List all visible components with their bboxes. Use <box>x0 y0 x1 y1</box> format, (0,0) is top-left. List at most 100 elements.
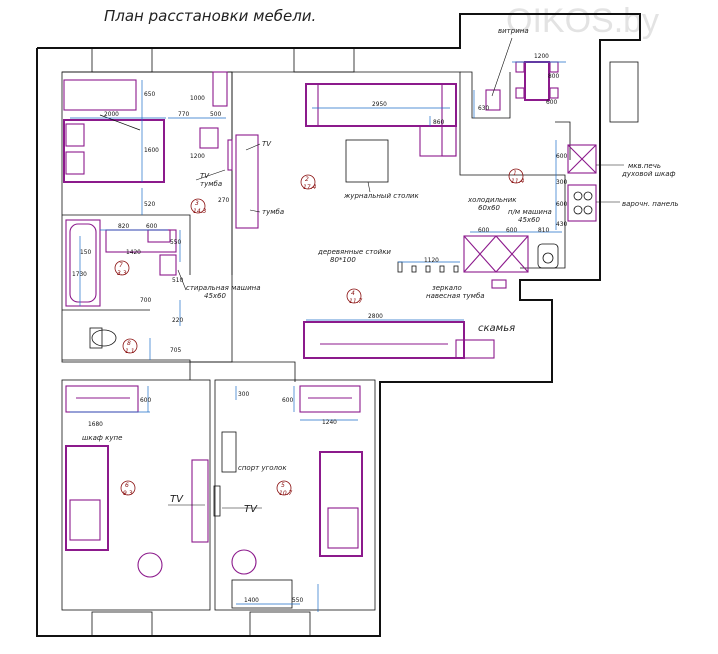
bench <box>455 339 495 359</box>
room-marker-8: 81.1 <box>122 338 138 355</box>
hall: деревянные стойки 80*100 зеркало навесна… <box>303 248 515 359</box>
svg-text:1680: 1680 <box>88 420 103 428</box>
tumba-hall <box>235 134 259 229</box>
bedroom-left: шкаф купе TV <box>65 385 209 578</box>
svg-text:14.3: 14.3 <box>193 208 207 215</box>
svg-text:1400: 1400 <box>244 596 259 604</box>
svg-text:650: 650 <box>144 90 155 98</box>
stiralnaya-size: 45x60 <box>204 292 227 300</box>
svg-text:1240: 1240 <box>322 418 337 426</box>
tumba-label-1: тумба <box>200 180 222 188</box>
svg-text:220: 220 <box>172 316 183 324</box>
svg-text:3.3: 3.3 <box>117 270 127 277</box>
tumba-label-2: тумба <box>262 208 284 216</box>
svg-text:600: 600 <box>478 226 489 234</box>
svg-text:2: 2 <box>305 176 309 183</box>
svg-text:1120: 1120 <box>424 256 439 264</box>
hall-wardrobe <box>303 321 465 359</box>
tv-label-2: TV <box>200 172 210 180</box>
holodilnik-size: 60x60 <box>478 204 501 212</box>
holodilnik-label: холодильник <box>467 196 517 204</box>
svg-text:300: 300 <box>556 178 567 186</box>
svg-text:300: 300 <box>238 390 249 398</box>
svg-text:8: 8 <box>127 340 131 347</box>
svg-text:600: 600 <box>140 396 151 404</box>
svg-text:2800: 2800 <box>368 312 383 320</box>
washing-machine <box>159 254 177 276</box>
svg-text:600: 600 <box>506 226 517 234</box>
wardrobe-bedroom <box>212 71 228 107</box>
svg-text:10.7: 10.7 <box>279 490 293 497</box>
svg-text:2950: 2950 <box>372 100 387 108</box>
watermark: OIKOS.by <box>506 2 659 40</box>
pm-label: п/м машина <box>508 208 552 216</box>
svg-text:1: 1 <box>513 170 517 177</box>
room-marker-5: 510.7 <box>276 480 293 497</box>
svg-text:700: 700 <box>140 296 151 304</box>
room-marker-1: 111.4 <box>508 168 525 185</box>
svg-text:820: 820 <box>118 222 129 230</box>
svg-text:17.4: 17.4 <box>303 184 317 191</box>
stoyki-size: 80*100 <box>330 256 356 264</box>
svg-text:810: 810 <box>538 226 549 234</box>
shkaf-kupe <box>65 385 139 413</box>
plan-title: План расстановки мебели. <box>104 7 316 25</box>
outer-walls <box>36 13 641 637</box>
svg-text:1200: 1200 <box>190 152 205 160</box>
svg-text:600: 600 <box>556 152 567 160</box>
svg-text:770: 770 <box>178 110 189 118</box>
svg-text:150: 150 <box>80 248 91 256</box>
svg-text:1000: 1000 <box>190 94 205 102</box>
sport-label: спорт уголок <box>238 464 287 472</box>
dimension-text: 1200 800 630 600 2950 860 2000 770 500 6… <box>72 52 567 604</box>
svg-text:550: 550 <box>170 238 181 246</box>
room-markers: 111.4 217.4 314.3 411.7 510.7 69.3 73.3 … <box>114 168 525 497</box>
tv-bedroom <box>227 139 233 171</box>
svg-text:430: 430 <box>556 220 567 228</box>
kitchen: витрина мкв.печь духовой шкаф варочн. па… <box>463 27 679 273</box>
room-marker-4: 411.7 <box>346 288 363 305</box>
duhovoy-label: духовой шкаф <box>621 170 676 178</box>
tv-label-4: TV <box>244 504 258 515</box>
room-marker-3: 314.3 <box>190 198 207 215</box>
room-marker-2: 217.4 <box>300 174 317 191</box>
svg-text:600: 600 <box>282 396 293 404</box>
coffee-table <box>345 139 389 183</box>
vitrina-label: витрина <box>498 27 529 35</box>
zhurnalny-label: журнальный столик <box>343 192 419 200</box>
svg-text:500: 500 <box>210 110 221 118</box>
kitchen-sink <box>537 243 559 269</box>
bed-left <box>65 445 109 551</box>
svg-text:9.3: 9.3 <box>123 490 133 497</box>
svg-text:1200: 1200 <box>534 52 549 60</box>
svg-text:11.7: 11.7 <box>349 298 363 305</box>
svg-text:2000: 2000 <box>104 110 119 118</box>
tumba-left <box>191 459 209 543</box>
svg-text:11.4: 11.4 <box>511 178 525 185</box>
bathroom: стиральная машина 45x60 <box>65 219 261 307</box>
sink-counter <box>105 229 177 253</box>
tv-label-1: TV <box>262 140 272 148</box>
wc <box>89 327 117 349</box>
svg-text:550: 550 <box>292 596 303 604</box>
bedroom-right: спорт уголок TV <box>213 385 363 609</box>
svg-text:4: 4 <box>351 290 355 297</box>
navesnaya-label: навесная тумба <box>426 292 485 300</box>
pm-size: 45x60 <box>518 216 541 224</box>
stiralnaya-label: стиральная машина <box>186 284 261 292</box>
svg-text:270: 270 <box>218 196 229 204</box>
svg-text:1730: 1730 <box>72 270 87 278</box>
svg-text:3: 3 <box>195 200 199 207</box>
bedroom: TV TV тумба тумба <box>63 71 284 229</box>
svg-text:630: 630 <box>478 104 489 112</box>
inner-walls <box>61 71 571 611</box>
varochn-label: варочн. панель <box>622 200 679 208</box>
room-marker-6: 69.3 <box>120 480 136 497</box>
svg-text:7: 7 <box>119 262 123 269</box>
svg-text:520: 520 <box>144 200 155 208</box>
hob <box>567 184 597 222</box>
svg-text:510: 510 <box>172 276 183 284</box>
svg-text:860: 860 <box>433 118 444 126</box>
svg-text:600: 600 <box>556 200 567 208</box>
svg-text:6: 6 <box>125 482 129 489</box>
